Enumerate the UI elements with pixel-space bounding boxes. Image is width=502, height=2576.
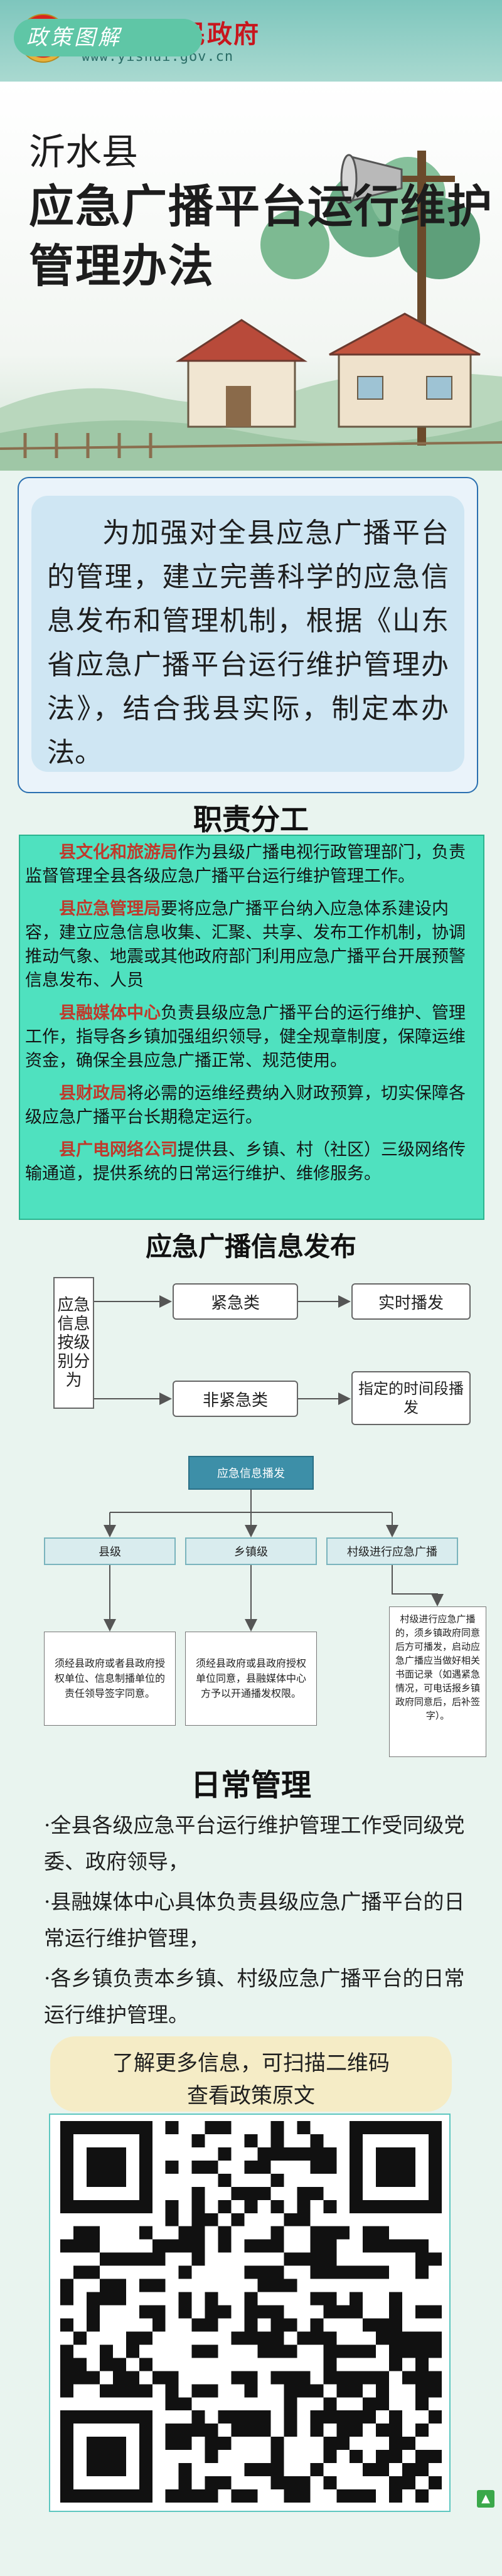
duty-desc: 要将应急广播平台纳入应急体系建设内容，建立应急信息收集、汇聚、共享、发布工作机制… <box>25 899 466 990</box>
flow-town-node: 乡镇级 <box>185 1537 317 1565</box>
flow-village-note: 村级进行应急广播的，须乡镇政府同意后方可播发，启动应急广播应当做好相关书面记录（… <box>389 1606 486 1757</box>
list-item: ·各乡镇负责本乡镇、村级应急广播平台的日常运行维护管理。 <box>44 1966 465 2027</box>
duty-org: 县广电网络公司 <box>59 1140 178 1160</box>
scroll-top-button[interactable]: ▲ <box>477 2490 494 2508</box>
duties-panel <box>19 835 484 1220</box>
list-item: ·全县各级应急平台运行维护管理工作受同级党委、政府领导， <box>44 1813 465 1874</box>
duties-list: 县文化和旅游局作为县级广播电视行政管理部门，负责监督管理全县各级应急广播平台运行… <box>25 841 477 1195</box>
title-county: 沂水县 <box>29 131 139 173</box>
duty-item: 县应急管理局要将应急广播平台纳入应急体系建设内容，建立应急信息收集、汇聚、共享、… <box>25 897 477 993</box>
page-title-line2: 管理办法 <box>29 239 215 292</box>
duty-item: 县广电网络公司提供县、乡镇、村（社区）三级网络传输通道，提供系统的日常运行维护、… <box>25 1138 477 1186</box>
duty-org: 县融媒体中心 <box>59 1003 161 1023</box>
flow-realtime-box: 实时播发 <box>351 1283 471 1320</box>
intro-panel <box>31 496 464 772</box>
duty-org: 县财政局 <box>59 1084 127 1103</box>
duty-desc: 作为县级广播电视行政管理部门，负责监督管理全县各级应急广播平台运行维护管理工作。 <box>25 843 466 886</box>
flow-county-note: 须经县政府或者县政府授权单位、信息制播单位的责任领导签字同意。 <box>44 1632 176 1726</box>
flowchart-connectors <box>94 1295 444 1632</box>
more-info-line2: 查看政策原文 <box>187 2083 315 2108</box>
flow-county-node: 县级 <box>44 1537 176 1565</box>
more-info-line1: 了解更多信息，可扫描二维码 <box>112 2051 390 2076</box>
daily-list: ·全县各级应急平台运行维护管理工作受同级党委、政府领导， ·县融媒体中心具体负责… <box>44 1807 477 2037</box>
qr-code-icon[interactable] <box>60 2121 442 2503</box>
duty-item: 县财政局将必需的运维经费纳入财政预算，切实保障各级应急广播平台长期稳定运行。 <box>25 1082 477 1130</box>
section-heading-release: 应急广播信息发布 <box>145 1231 356 1262</box>
duty-desc: 提供县、乡镇、村（社区）三级网络传输通道，提供系统的日常运行维护、维修服务。 <box>25 1140 466 1184</box>
flow-levels-box: 应急信息按级别分为 <box>53 1277 94 1409</box>
more-info-banner <box>50 2036 452 2112</box>
section-heading-duties: 职责分工 <box>193 803 309 836</box>
hero-illustration <box>0 82 502 471</box>
duty-desc: 将必需的运维经费纳入财政预算，切实保障各级应急广播平台长期稳定运行。 <box>25 1084 466 1127</box>
duty-org: 县文化和旅游局 <box>59 843 178 862</box>
duty-item: 县融媒体中心负责县级应急广播平台的运行维护、管理工作，指导各乡镇加强组织领导，健… <box>25 1002 477 1073</box>
flow-non-urgent-box: 非紧急类 <box>173 1381 298 1417</box>
flow-root-node: 应急信息播发 <box>188 1456 314 1490</box>
duty-desc: 负责县级应急广播平台的运行维护、管理工作，指导各乡镇加强组织领导，健全规章制度，… <box>25 1003 466 1071</box>
intro-text: 为加强对全县应急广播平台的管理，建立完善科学的应急信息发布和管理机制，根据《山东… <box>47 517 449 769</box>
duty-item: 县文化和旅游局作为县级广播电视行政管理部门，负责监督管理全县各级应急广播平台运行… <box>25 841 477 889</box>
flow-urgent-box: 紧急类 <box>173 1283 298 1320</box>
village-scene-icon <box>0 151 502 471</box>
flow-village-node: 村级进行应急广播 <box>326 1537 458 1565</box>
duty-org: 县应急管理局 <box>59 899 161 919</box>
section-heading-daily: 日常管理 <box>190 1768 311 1803</box>
page-title: 应急广播平台运行维护 <box>29 179 494 233</box>
flow-scheduled-box: 指定的时间段播发 <box>351 1371 471 1425</box>
flow-town-note: 须经县政府或县政府授权单位同意，县融媒体中心方予以开通播发权限。 <box>185 1632 317 1726</box>
policy-tag-badge: 政策图解 <box>14 19 202 56</box>
list-item: ·县融媒体中心具体负责县级应急广播平台的日常运行维护管理， <box>44 1889 465 1950</box>
